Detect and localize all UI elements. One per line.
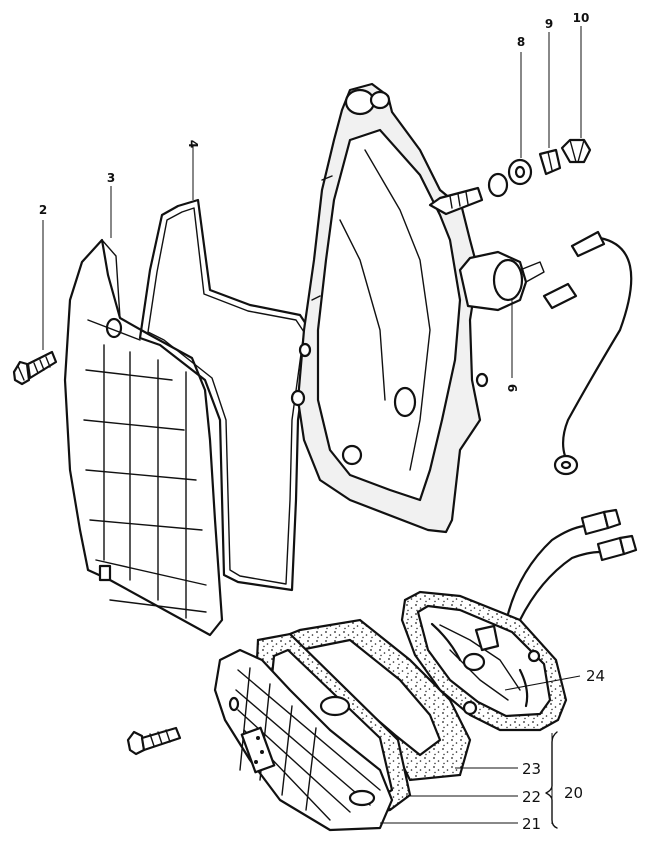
callout-8: 8 — [517, 35, 525, 49]
callout-10: 10 — [573, 11, 590, 25]
part-6-bulb-socket — [458, 250, 545, 378]
ground-wire — [542, 230, 633, 476]
lamp-housing — [290, 82, 489, 534]
callout-20: 20 — [564, 784, 583, 802]
callout-24: 24 — [586, 667, 605, 685]
leader-lines — [380, 731, 558, 829]
callout-23: 23 — [522, 760, 541, 778]
callout-4: 4 — [186, 140, 200, 148]
callout-21: 21 — [522, 815, 541, 833]
callout-6: 6 — [505, 384, 519, 392]
callout-22: 22 — [522, 788, 541, 806]
part-21-lens — [213, 648, 394, 832]
part-2-screw — [12, 220, 58, 386]
callout-3: 3 — [107, 171, 115, 185]
part-9-lock-washer — [538, 32, 562, 176]
part-3-lens — [63, 186, 224, 637]
callout-2: 2 — [39, 203, 47, 217]
part-8-flat-washer — [487, 52, 533, 198]
callout-labels: 2 3 4 6 8 9 10 24 23 22 21 20 — [39, 11, 605, 833]
part-10-nut — [560, 26, 592, 164]
part-4-gasket — [138, 146, 312, 592]
small-screw — [126, 726, 182, 756]
part-24-bulb-holder — [400, 508, 638, 732]
callout-9: 9 — [545, 17, 553, 31]
